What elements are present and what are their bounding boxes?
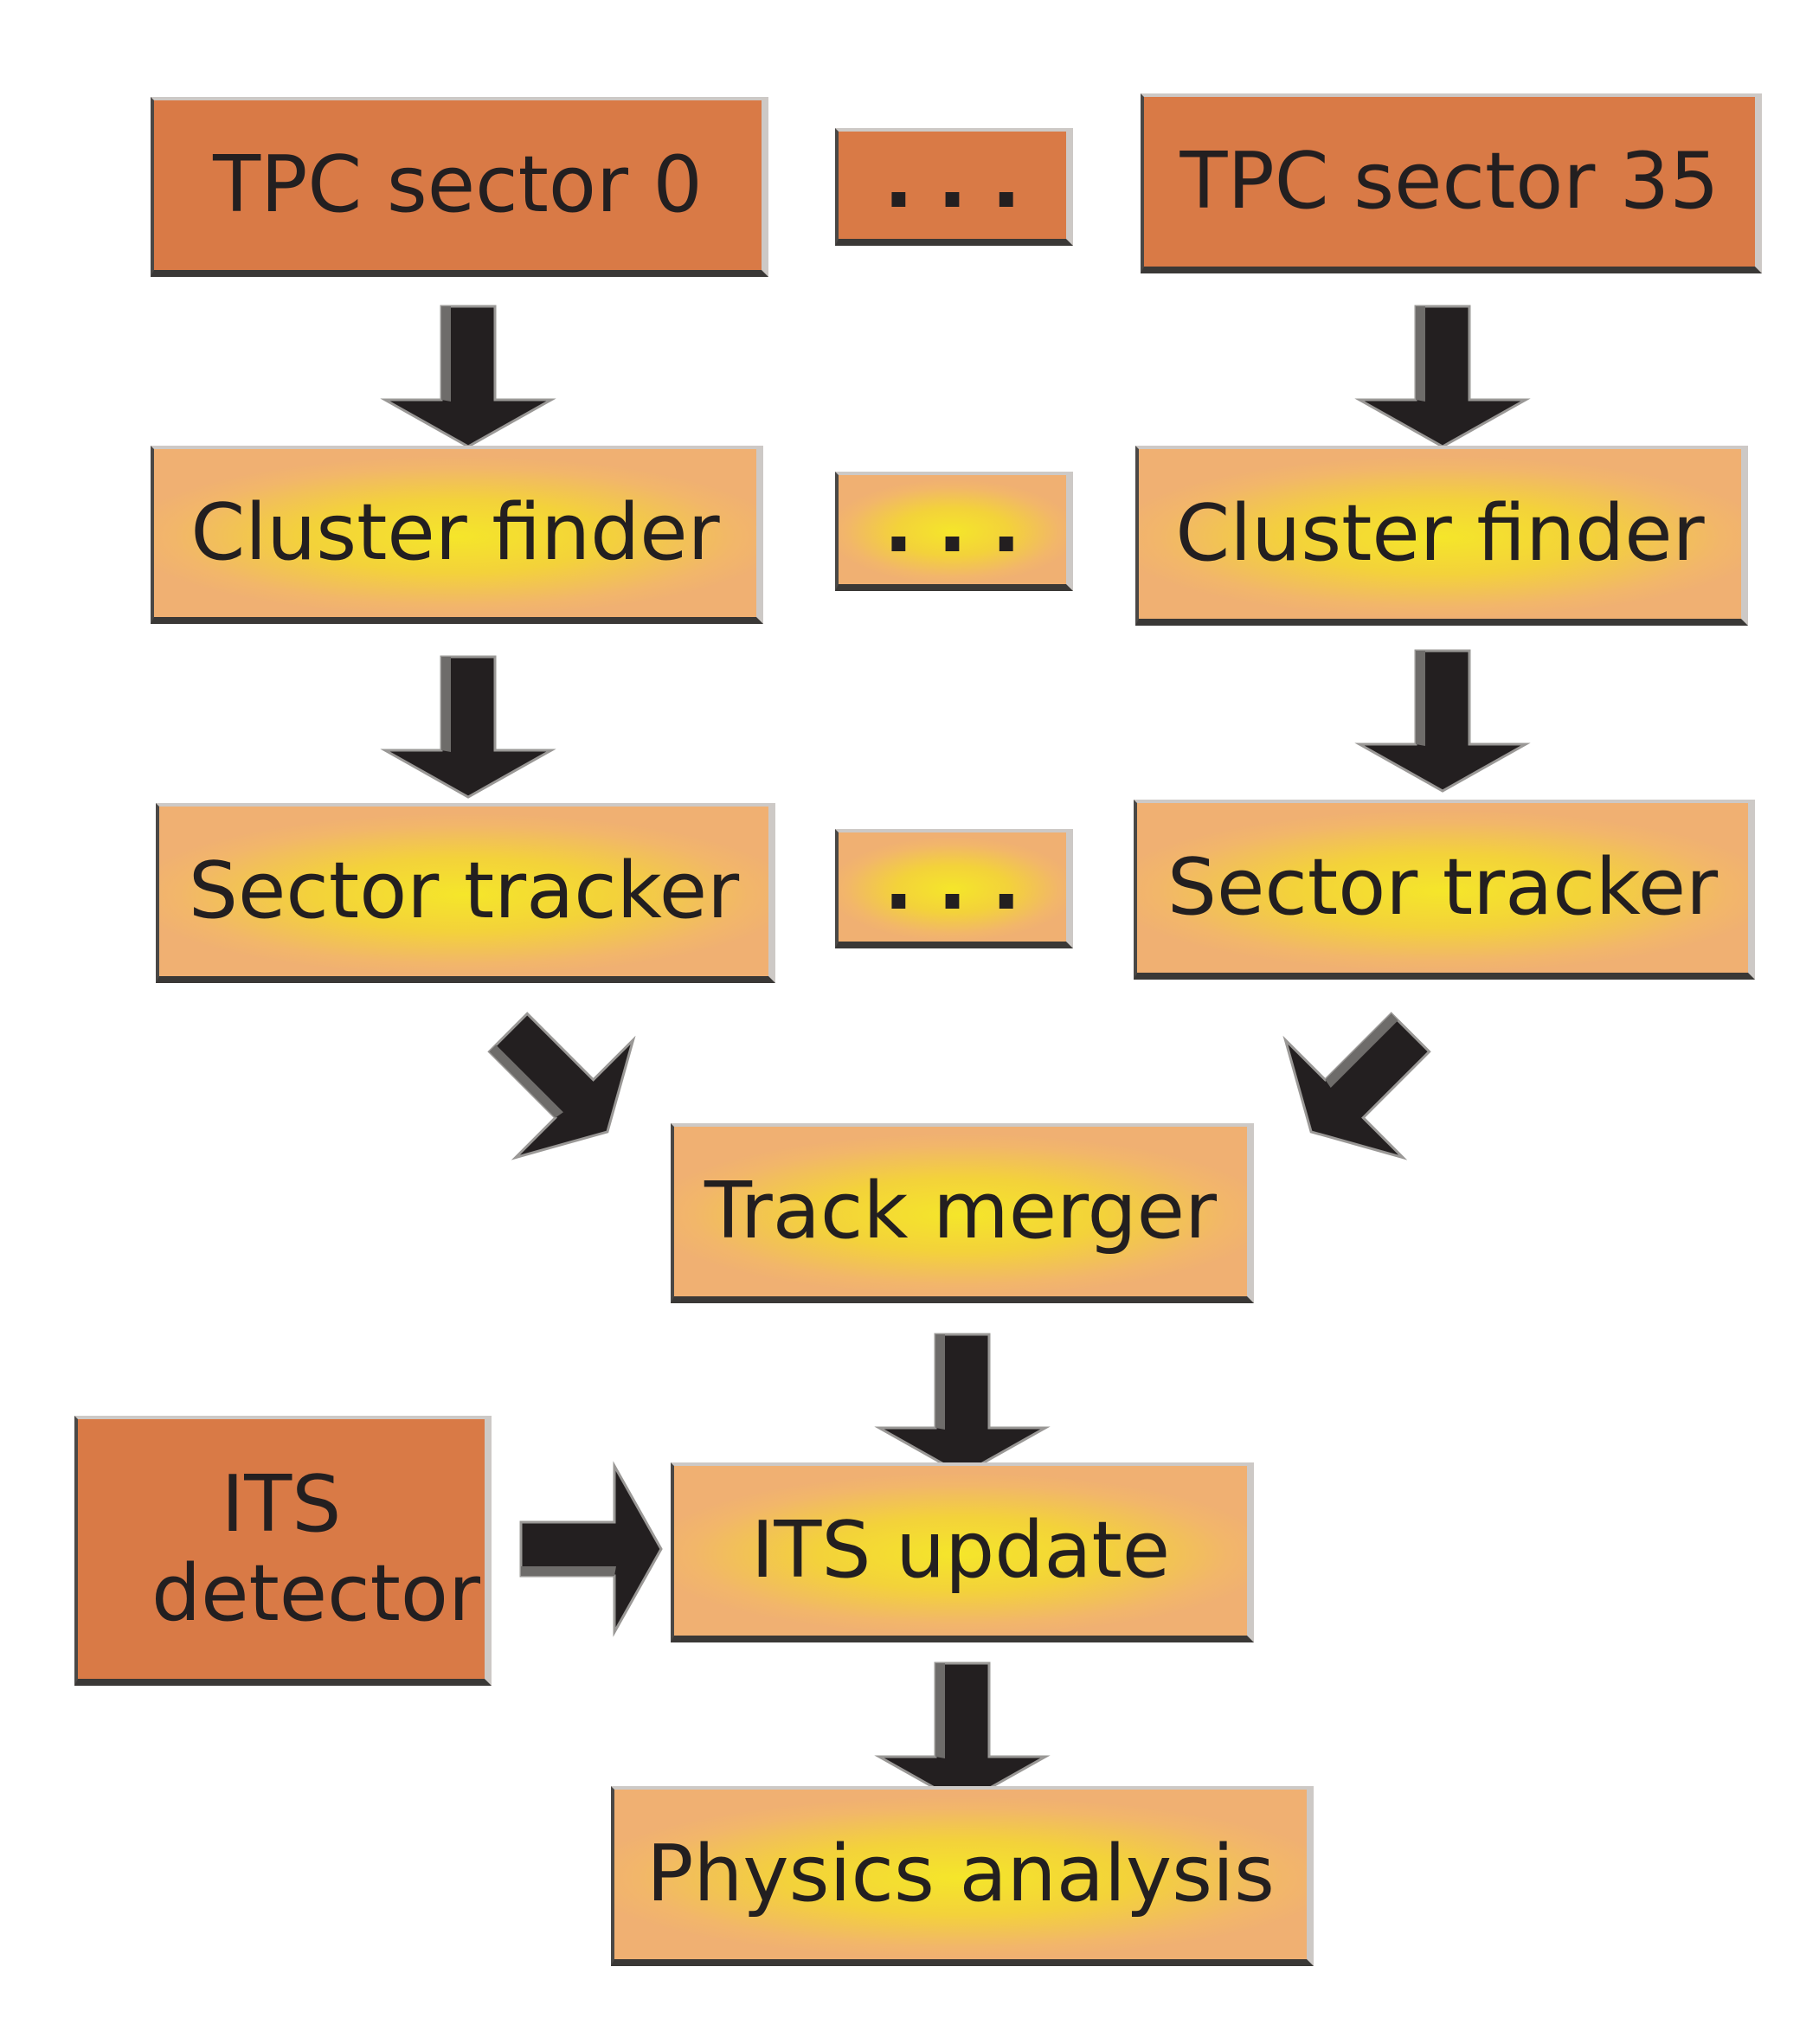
tpc-sector-35-label: TPC sector 35 xyxy=(1179,136,1719,228)
tracker-ellipsis-label: ... xyxy=(884,837,1045,929)
arrow-merger-to-its-update xyxy=(874,1333,1051,1476)
arrow-tracker-left-to-merger xyxy=(487,1012,636,1160)
physics-analysis-label: Physics analysis xyxy=(646,1829,1275,1920)
cluster-finder-right-box: Cluster finder xyxy=(1135,446,1748,626)
cluster-finder-left-box: Cluster finder xyxy=(151,446,763,624)
track-merger-label: Track merger xyxy=(704,1166,1218,1257)
sector-tracker-left-label: Sector tracker xyxy=(188,845,740,937)
arrow-tracker-right-to-merger xyxy=(1282,1012,1431,1160)
track-merger-box: Track merger xyxy=(671,1123,1254,1303)
tpc-sector-0-box: TPC sector 0 xyxy=(151,97,768,277)
its-update-label: ITS update xyxy=(750,1505,1171,1597)
its-detector-label: ITS detector xyxy=(151,1458,480,1639)
cluster-finder-left-label: Cluster finder xyxy=(190,487,720,579)
its-detector-box: ITS detector xyxy=(74,1416,492,1686)
arrow-tpc35-to-cluster xyxy=(1354,305,1531,448)
cluster-ellipsis-label: ... xyxy=(884,479,1045,571)
arrow-its-update-to-physics xyxy=(874,1662,1051,1805)
sector-tracker-right-label: Sector tracker xyxy=(1167,842,1719,934)
sector-tracker-right-box: Sector tracker xyxy=(1134,800,1755,980)
physics-analysis-box: Physics analysis xyxy=(611,1786,1314,1966)
cluster-ellipsis-box: ... xyxy=(835,472,1073,591)
tpc-sector-0-label: TPC sector 0 xyxy=(213,139,703,231)
tracker-ellipsis-box: ... xyxy=(835,829,1073,948)
tpc-ellipsis-box: ... xyxy=(835,128,1073,246)
tpc-ellipsis-label: ... xyxy=(884,135,1045,227)
sector-tracker-left-box: Sector tracker xyxy=(156,803,775,983)
tpc-sector-35-box: TPC sector 35 xyxy=(1141,93,1762,273)
cluster-finder-right-label: Cluster finder xyxy=(1175,488,1705,580)
arrow-tpc0-to-cluster xyxy=(380,305,556,448)
its-update-box: ITS update xyxy=(671,1462,1254,1642)
arrow-cluster-left-to-tracker xyxy=(380,655,556,799)
arrow-cluster-right-to-tracker xyxy=(1354,649,1531,793)
arrow-its-detector-to-update xyxy=(519,1461,663,1637)
